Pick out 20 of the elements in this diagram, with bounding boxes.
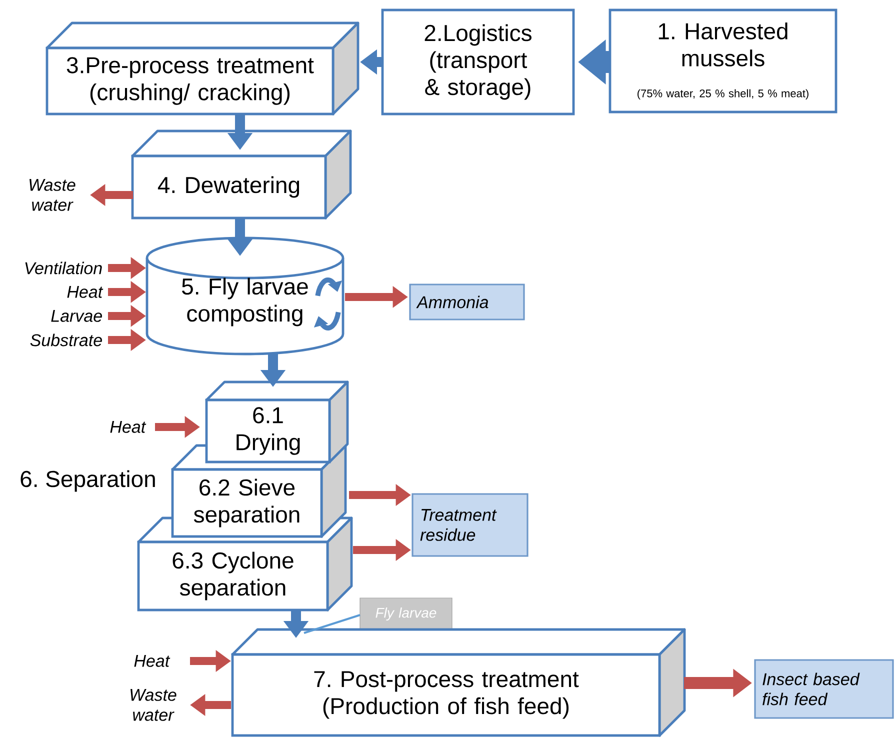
process-box: 1. Harvested mussels (75% water, 25 % shell, 5 % meat) [608, 8, 838, 114]
flow-label: Heat [134, 655, 170, 667]
flow-label: Waste water [30, 179, 76, 211]
process-box: 6.1 Drying [205, 380, 349, 464]
process-box: 3.Pre-process treatment (crushing/ cracking) [46, 22, 360, 116]
flow-label: Heat [110, 421, 146, 433]
process-box: 2.Logistics (transport & storage) [381, 8, 575, 116]
process-box: 7. Post-process treatment (Production of fish feed) [231, 628, 686, 737]
leader-line [304, 614, 360, 634]
output-box: Ammonia [409, 284, 525, 320]
output-box: Insect based fish feed [754, 659, 894, 719]
composting-tank: 5. Fly larvae composting [146, 236, 344, 356]
process-box: 4. Dewatering [131, 130, 352, 220]
flow-label: Larvae [51, 310, 102, 322]
output-box: Treatment residue [412, 493, 528, 557]
flow-label: Waste water [130, 689, 176, 721]
stage-label: 6. Separation [20, 470, 155, 492]
flow-label: Substrate [30, 334, 102, 346]
flow-label: Ventilation [25, 262, 102, 274]
flow-label: Heat [67, 286, 104, 298]
